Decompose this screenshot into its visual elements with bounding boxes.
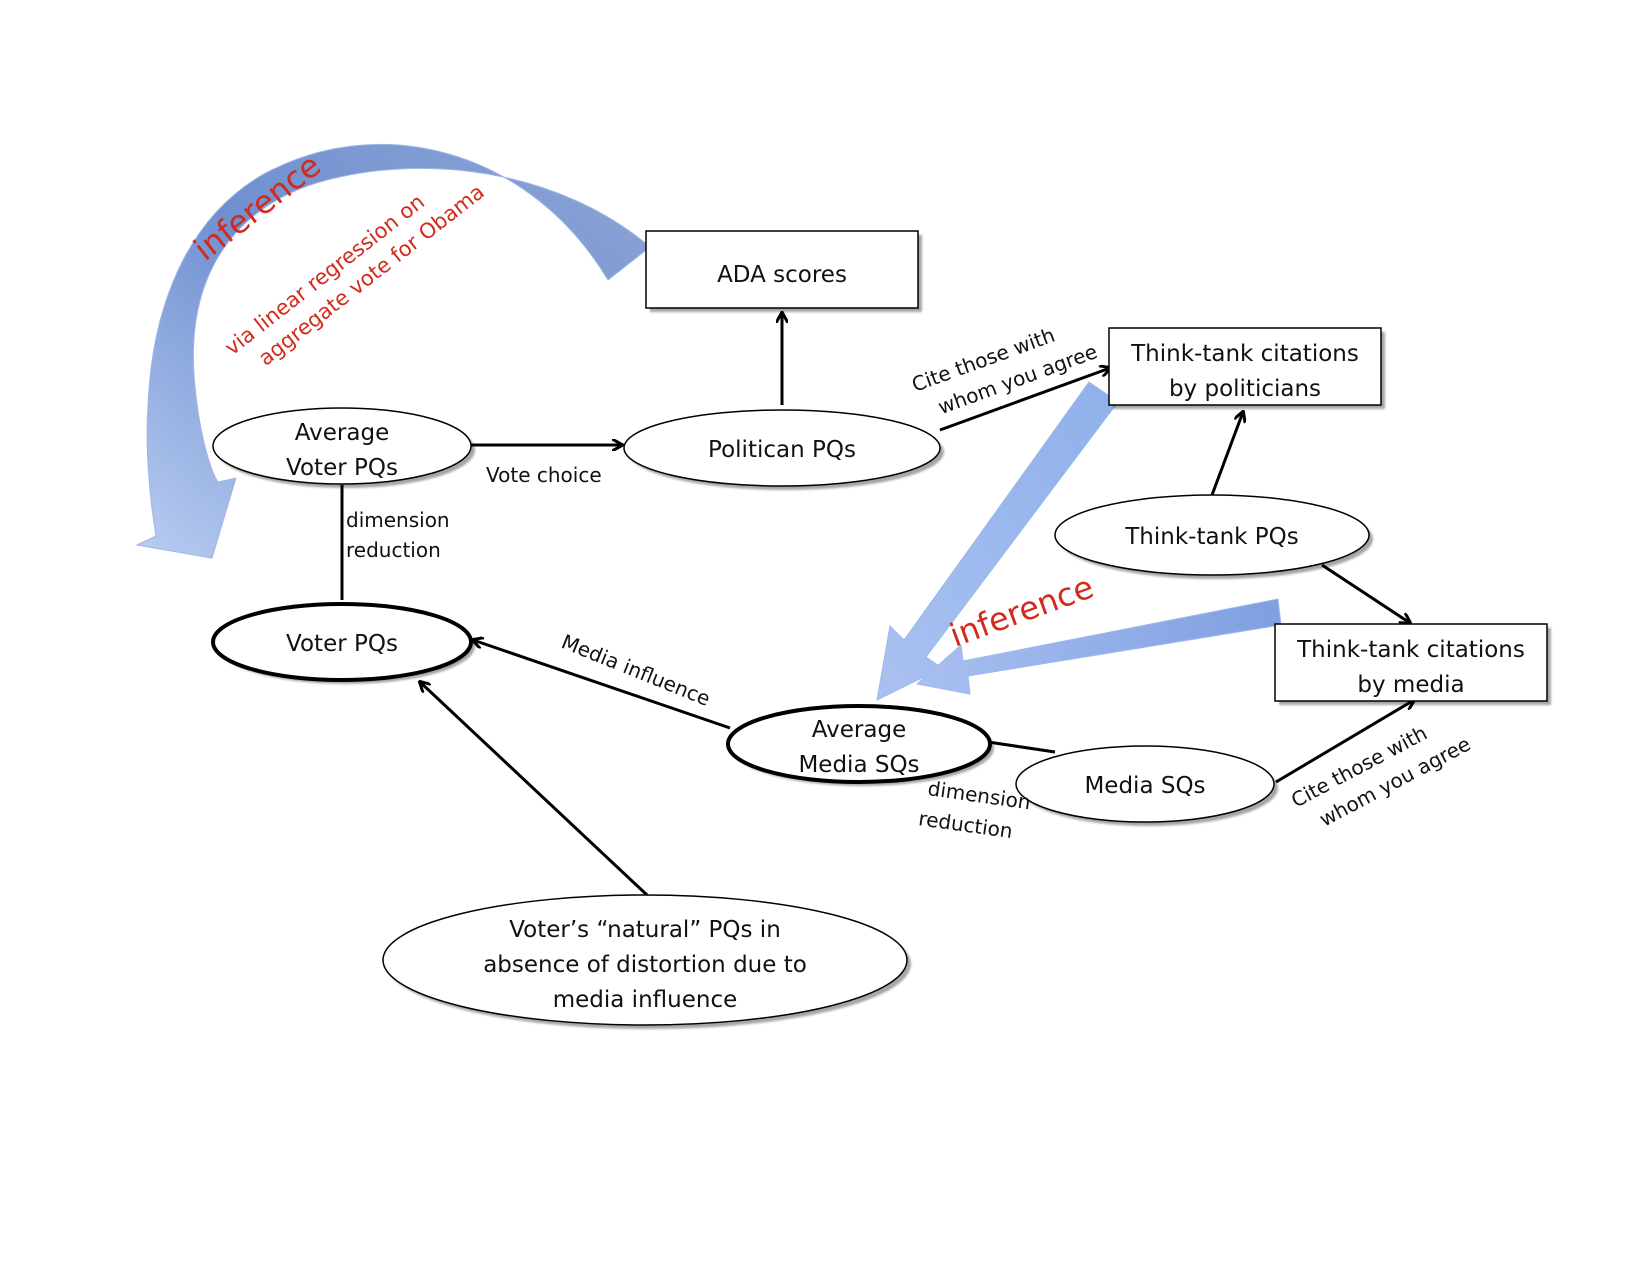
node-label: Media SQs bbox=[1084, 773, 1205, 799]
node-label: Voter’s “natural” PQs in bbox=[509, 917, 781, 943]
node-label: Media SQs bbox=[798, 752, 919, 778]
node-average-voter-pqs: Average Voter PQs bbox=[212, 407, 473, 486]
edge-avgmedia-to-voterpqs bbox=[473, 640, 731, 730]
node-thinktank-citations-politicians: Think-tank citations by politicians bbox=[1108, 327, 1383, 407]
node-label: by politicians bbox=[1169, 376, 1321, 402]
node-label: Average bbox=[812, 717, 906, 743]
edge-label-dimension-reduction-media: dimension reduction bbox=[917, 776, 1032, 843]
inference-right-arrow bbox=[915, 598, 1282, 695]
node-voter-pqs: Voter PQs bbox=[211, 602, 473, 682]
node-thinktank-pqs: Think-tank PQs bbox=[1054, 494, 1371, 577]
node-label: Think-tank citations bbox=[1130, 341, 1359, 367]
node-average-media-sqs: Average Media SQs bbox=[726, 704, 992, 784]
inference-label-top: inference bbox=[187, 146, 328, 268]
node-label: Voter PQs bbox=[286, 631, 398, 657]
edge-thinktank-to-cit-pol bbox=[1210, 412, 1243, 496]
node-ada-scores: ADA scores bbox=[645, 230, 920, 310]
inference-diagonal-arrow bbox=[876, 381, 1119, 701]
inference-subtext: aggregate vote for Obama bbox=[254, 180, 489, 371]
edge-label-dimension-reduction-voter: dimension bbox=[346, 508, 450, 532]
node-label: media influence bbox=[553, 987, 738, 1013]
edge-natural-to-voterpqs bbox=[420, 682, 649, 897]
edge-label-line: Media influence bbox=[558, 629, 714, 711]
edge-label-dimension-reduction-voter: reduction bbox=[346, 538, 441, 562]
edge-mediasqs-to-cit-media bbox=[1275, 700, 1414, 784]
node-media-sqs: Media SQs bbox=[1015, 745, 1276, 824]
edge-label-cite-media: Cite those with whom you agree bbox=[1287, 721, 1474, 832]
node-natural-pqs: Voter’s “natural” PQs in absence of dist… bbox=[382, 894, 909, 1027]
node-label: ADA scores bbox=[717, 262, 847, 288]
inference-text: inference bbox=[187, 146, 328, 268]
edge-label-vote-choice: Vote choice bbox=[486, 463, 602, 487]
node-label: Politican PQs bbox=[708, 437, 856, 463]
edge-politician-to-thinktank-cit bbox=[939, 368, 1110, 432]
edge-label-line: reduction bbox=[917, 806, 1014, 843]
node-thinktank-citations-media: Think-tank citations by media bbox=[1274, 623, 1549, 703]
edge-avgmedia-mediasqs bbox=[987, 740, 1056, 754]
node-label: Average bbox=[295, 420, 389, 446]
node-label: Think-tank PQs bbox=[1124, 524, 1299, 550]
node-label: absence of distortion due to bbox=[483, 952, 807, 978]
node-label: Voter PQs bbox=[286, 455, 398, 481]
node-label: Think-tank citations bbox=[1296, 637, 1525, 663]
node-label: by media bbox=[1357, 672, 1464, 698]
node-politician-pqs: Politican PQs bbox=[623, 409, 942, 488]
inference-curved-arrow bbox=[135, 143, 651, 559]
edge-label-media-influence: Media influence bbox=[558, 629, 714, 711]
edge-thinktank-to-cit-media bbox=[1321, 563, 1410, 623]
